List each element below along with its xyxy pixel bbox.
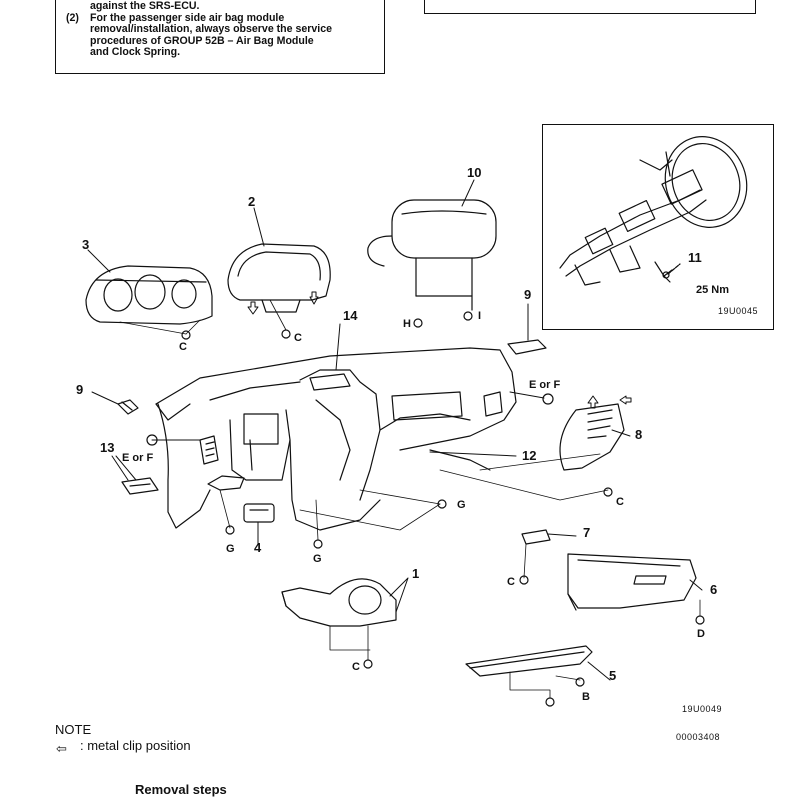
callout-4: 4 <box>254 540 262 555</box>
document-code: 00003408 <box>676 732 721 742</box>
caution-text: and Clock Spring. <box>90 46 181 59</box>
caution-text: For the passenger side air bag module <box>90 11 285 24</box>
passenger-airbag-module <box>367 199 497 311</box>
header-box-right <box>424 0 756 14</box>
caution-number: (2) <box>66 11 79 24</box>
cluster-hood <box>227 243 331 313</box>
caution-text: procedures of GROUP 52B – Air Bag Module <box>90 34 314 47</box>
side-switch-left <box>117 399 139 415</box>
torque-value: 25 Nm <box>696 284 730 296</box>
caution-line-2: removal/installation, always observe the… <box>66 24 376 36</box>
callout-6: 6 <box>710 582 718 597</box>
switch-panel <box>243 503 275 523</box>
caution-box: against the SRS-ECU. (2) For the passenge… <box>55 0 385 74</box>
glove-box <box>567 553 697 611</box>
callout-1: 1 <box>412 566 420 581</box>
side-switch-right <box>507 339 547 355</box>
fastener-label-c: C <box>616 496 624 508</box>
fastener-label-c: C <box>507 576 515 588</box>
caution-line-0: against the SRS-ECU. <box>66 0 376 13</box>
caution-line-1: (2) For the passenger side air bag module <box>66 11 376 25</box>
caution-text: against the SRS-ECU. <box>90 0 200 12</box>
fastener-label-c: C <box>179 341 187 353</box>
inset-figure-code: 19U0045 <box>718 306 759 316</box>
fastener-label-c: C <box>352 661 360 673</box>
steering-column-illustration <box>559 136 748 286</box>
callout-11: 11 <box>688 250 702 265</box>
fastener-label-g: G <box>457 499 466 511</box>
callout-9-right: 9 <box>524 287 532 302</box>
fastener-label-e-or-f: E or F <box>529 379 561 391</box>
fastener-label-g: G <box>313 553 322 565</box>
metal-clip-arrows <box>247 291 632 409</box>
metal-clip-arrow-icon: ⇦ <box>56 741 67 756</box>
removal-steps-title: Removal steps <box>135 782 227 797</box>
glove-box-striker <box>521 529 551 545</box>
fastener-label-b: B <box>582 691 590 703</box>
switch-bracket <box>121 477 159 495</box>
steering-column-inset <box>542 124 774 330</box>
callout-8: 8 <box>635 427 643 442</box>
caution-line-4: and Clock Spring. <box>66 47 376 59</box>
fastener-label-c: C <box>294 332 302 344</box>
instrument-cluster <box>85 265 213 325</box>
instrument-panel <box>155 347 517 531</box>
side-cover <box>559 403 625 471</box>
caution-text: removal/installation, always observe the… <box>90 23 333 36</box>
note-text: : metal clip position <box>80 738 191 753</box>
callout-13: 13 <box>100 440 115 455</box>
callout-10: 10 <box>467 165 482 180</box>
under-cover <box>465 645 593 677</box>
caution-line-3: procedures of GROUP 52B – Air Bag Module <box>66 34 376 48</box>
callout-9-left: 9 <box>76 382 84 397</box>
figure-code: 19U0049 <box>682 704 723 714</box>
fastener-label-g: G <box>226 543 235 555</box>
callout-12: 12 <box>522 448 537 463</box>
fastener-label-e-or-f: E or F <box>122 452 154 464</box>
note-label: NOTE <box>55 722 92 737</box>
callout-5: 5 <box>609 668 617 683</box>
fastener-label-i: I <box>478 310 482 322</box>
leader-lines <box>87 179 703 681</box>
callout-2: 2 <box>248 194 256 209</box>
alignment-lines <box>119 299 701 699</box>
callout-7: 7 <box>583 525 591 540</box>
steering-column-cover <box>281 578 397 627</box>
fastener-label-h: H <box>403 318 411 330</box>
fastener-label-d: D <box>697 628 705 640</box>
callout-3: 3 <box>82 237 90 252</box>
callout-14: 14 <box>343 308 358 323</box>
